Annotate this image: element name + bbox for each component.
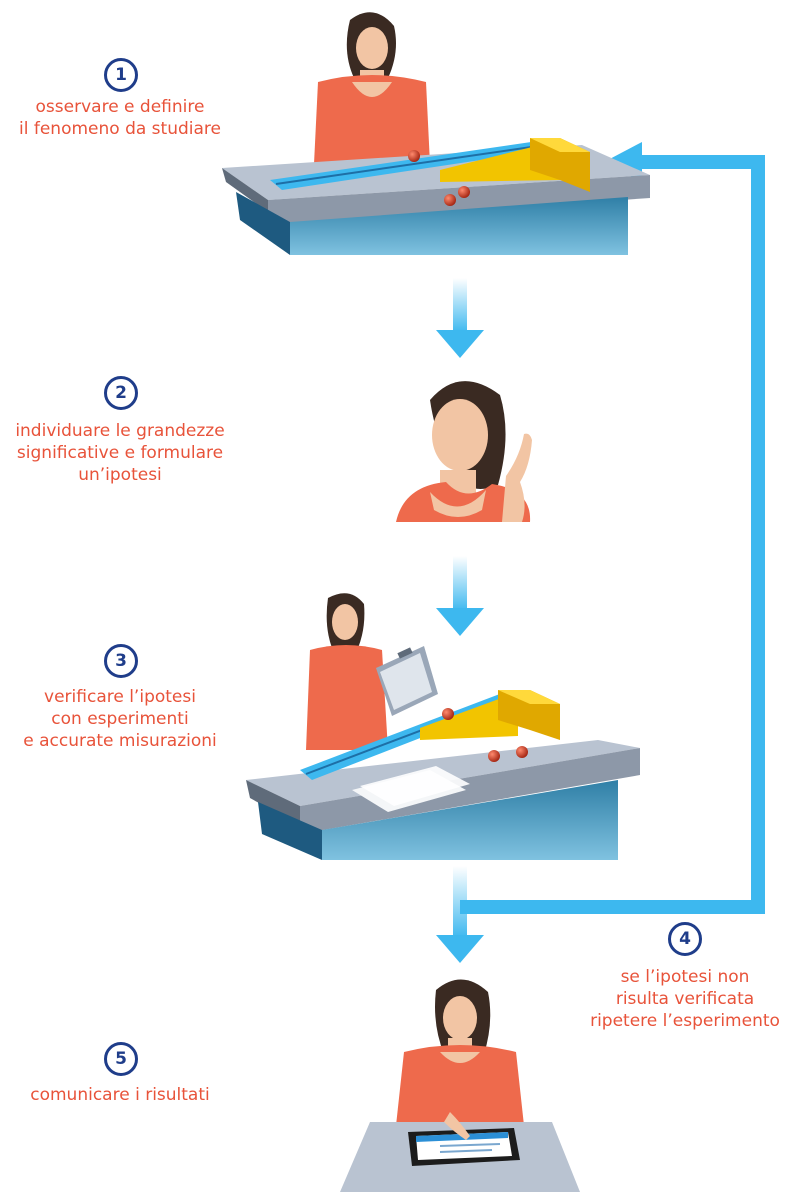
flow-arrow-3-5	[436, 866, 484, 963]
step-1-text: osservare e definire il fenomeno da stud…	[19, 97, 221, 139]
flow-arrow-2-3	[436, 556, 484, 636]
step-2-text: individuare le grandezze significative e…	[15, 421, 225, 485]
step-3-number: 3	[104, 644, 138, 678]
step-5-text: comunicare i risultati	[30, 1085, 210, 1105]
step-4-number: 4	[668, 922, 702, 956]
step-4-text: se l’ipotesi non risulta verificata ripe…	[590, 967, 780, 1031]
step-5-number: 5	[104, 1042, 138, 1076]
flow-arrow-1-2	[436, 278, 484, 358]
woman-measuring-icon	[246, 593, 640, 860]
woman-at-table-icon	[222, 12, 650, 255]
woman-with-tablet-icon	[340, 979, 580, 1192]
step-1-number: 1	[104, 58, 138, 92]
woman-thinking-icon	[396, 381, 532, 522]
step-3-text: verificare l’ipotesi con esperimenti e a…	[23, 687, 217, 751]
step-2-number: 2	[104, 376, 138, 410]
